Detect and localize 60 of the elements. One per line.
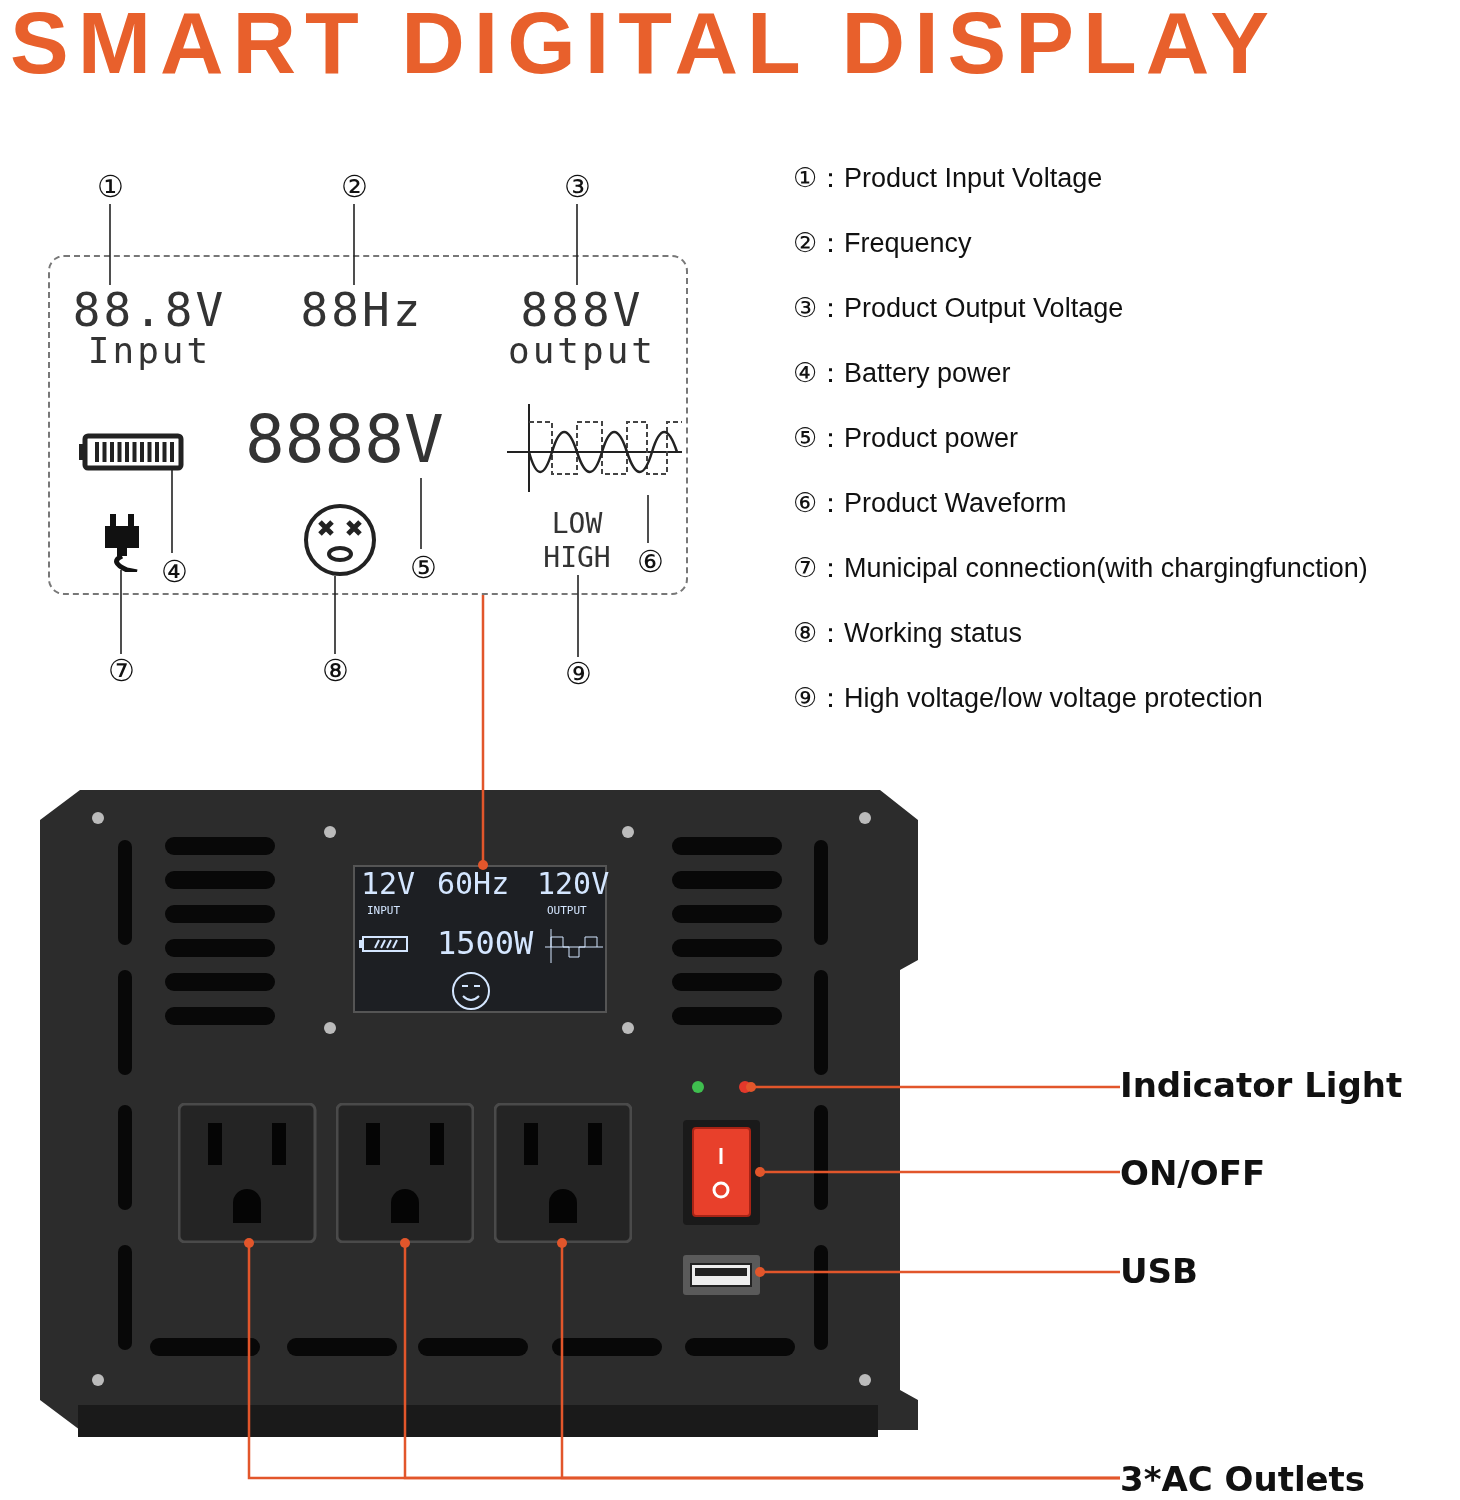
lcd-reading: 88.8V xyxy=(71,287,228,333)
leader-line xyxy=(171,469,173,554)
leader-line xyxy=(577,574,579,658)
leader-line xyxy=(576,203,578,286)
leader-line xyxy=(755,1267,1120,1277)
indicator-light xyxy=(739,1081,751,1093)
face-icon xyxy=(302,502,378,578)
leader-line xyxy=(746,1082,1120,1092)
lcd-caption: output xyxy=(506,333,657,369)
callout-description: ⑨：High voltage/low voltage protection xyxy=(793,682,1263,715)
callout-description: ②：Frequency xyxy=(793,227,972,260)
callout-description: ③：Product Output Voltage xyxy=(793,292,1124,325)
callout-number: ⑦ xyxy=(104,654,138,688)
leader-line xyxy=(353,203,355,286)
feature-label: Indicator Light xyxy=(1120,1062,1420,1108)
leader-line xyxy=(420,477,422,550)
leader-line xyxy=(557,1238,1120,1480)
callout-number: ⑧ xyxy=(318,654,352,688)
callout-number: ② xyxy=(337,170,371,204)
leader-line xyxy=(120,569,122,655)
callout-number: ④ xyxy=(157,555,191,589)
feature-label: 3*AC Outlets xyxy=(1120,1456,1400,1500)
callout-description: ⑧：Working status xyxy=(793,617,1023,650)
screen-reading: 1500W xyxy=(437,927,534,959)
callout-description: ⑦：Municipal connection(with chargingfunction) xyxy=(793,552,1368,585)
lcd-diagram-panel xyxy=(48,255,688,595)
lcd-reading: 88Hz xyxy=(299,287,425,333)
ac-outlet xyxy=(178,1103,318,1243)
lcd-caption: Input xyxy=(86,333,213,369)
screen-caption: OUTPUT xyxy=(547,905,587,916)
leader-line xyxy=(478,595,488,870)
callout-description: ①：Product Input Voltage xyxy=(793,162,1103,195)
leader-line xyxy=(334,575,336,655)
lcd-reading: 888V xyxy=(519,287,645,333)
feature-label: ON/OFF xyxy=(1120,1150,1320,1196)
screen-reading: 60Hz xyxy=(437,869,510,899)
screen-reading: 12V xyxy=(361,869,416,899)
ac-outlet xyxy=(494,1103,632,1243)
screen-caption: INPUT xyxy=(367,905,401,916)
callout-number: ⑤ xyxy=(406,551,440,585)
page-title: SMART DIGITAL DISPLAY xyxy=(10,0,1278,94)
ac-outlet xyxy=(336,1103,474,1243)
callout-description: ⑥：Product Waveform xyxy=(793,487,1067,520)
usb-port xyxy=(683,1255,760,1295)
lcd-screen xyxy=(353,865,607,1013)
battery-icon xyxy=(77,432,187,472)
callout-description: ④：Battery power xyxy=(793,357,1011,390)
callout-number: ⑨ xyxy=(561,657,595,691)
leader-line xyxy=(109,203,111,286)
protection-indicator: LOW HIGH xyxy=(537,507,617,577)
leader-line xyxy=(647,494,649,544)
callout-number: ① xyxy=(93,170,127,204)
power-switch xyxy=(683,1120,760,1225)
lcd-reading: 8888V xyxy=(245,407,467,480)
callout-description: ⑤：Product power xyxy=(793,422,1019,455)
leader-line xyxy=(755,1167,1120,1177)
callout-number: ③ xyxy=(560,170,594,204)
feature-label: USB xyxy=(1120,1248,1240,1294)
screen-reading: 120V xyxy=(537,869,610,899)
callout-number: ⑥ xyxy=(633,545,667,579)
